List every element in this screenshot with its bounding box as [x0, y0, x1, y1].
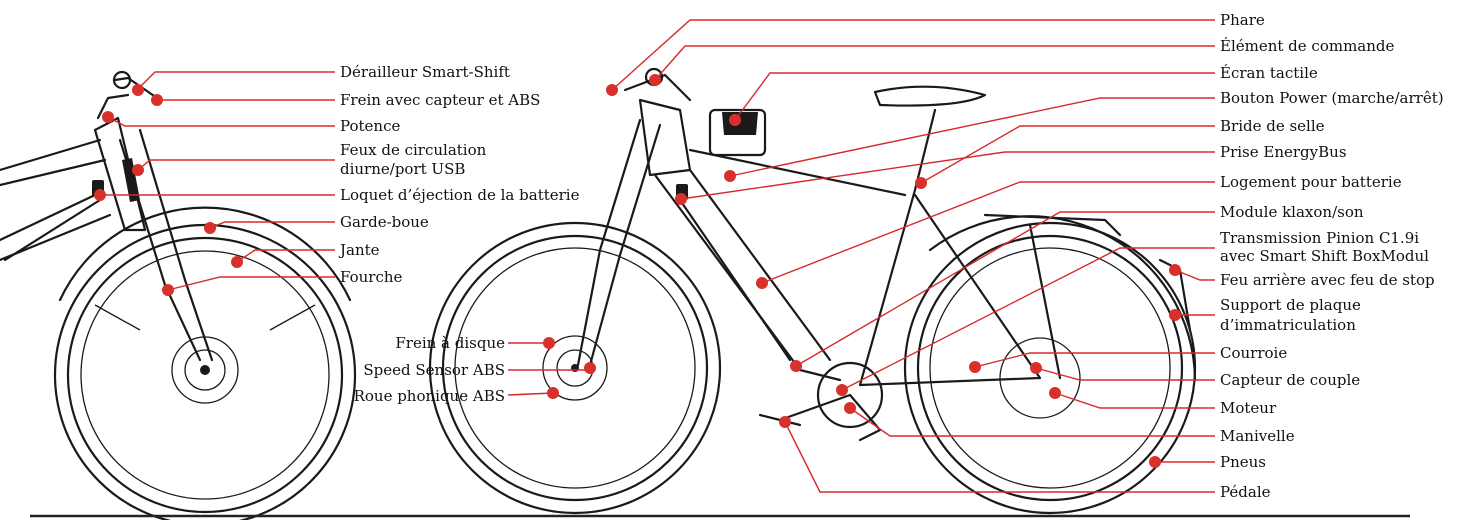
dot-potence: [102, 111, 114, 123]
label-frein-disque: Frein à disque: [395, 334, 505, 352]
front-detail-fork: [118, 128, 214, 362]
label-feu-arriere: Feu arrière avec feu de stop: [1220, 271, 1435, 289]
dot-pedale: [779, 416, 791, 428]
dot-support-plaque: [1169, 309, 1181, 321]
rear-wheel-tire: [903, 221, 1197, 515]
dot-bride-selle: [915, 177, 927, 189]
label-transmission-line1: Transmission Pinion C1.9i: [1220, 229, 1419, 247]
label-courroie: Courroie: [1220, 344, 1287, 362]
label-element-commande: Élément de commande: [1220, 37, 1395, 55]
label-pneus: Pneus: [1220, 453, 1266, 471]
front-wheel-rim: [441, 234, 709, 502]
front-detail-fender: [58, 206, 352, 302]
dot-manivelle: [844, 402, 856, 414]
label-bouton-power: Bouton Power (marche/arrêt): [1220, 89, 1444, 107]
label-fourche: Fourche: [340, 268, 403, 286]
front-disc: [542, 335, 608, 401]
battery-housing: [678, 198, 792, 362]
rear-fender: [928, 215, 1197, 382]
label-speed-sensor: Speed Sensor ABS: [363, 361, 505, 379]
dot-element-commande: [649, 74, 661, 86]
label-logement-batterie: Logement pour batterie: [1220, 173, 1402, 191]
label-feux-line1: Feux de circulation: [340, 141, 487, 159]
full-bike-drawing: [428, 67, 1197, 515]
label-ecran: Écran tactile: [1220, 64, 1318, 82]
motor-housing: [816, 361, 884, 429]
dot-bouton-power: [724, 170, 736, 182]
label-prise-energybus: Prise EnergyBus: [1220, 143, 1347, 161]
dot-speed-sensor: [584, 362, 596, 374]
dot-feu-arriere: [1169, 264, 1181, 276]
label-bride-selle: Bride de selle: [1220, 117, 1325, 135]
dot-garde-boue: [204, 222, 216, 234]
dot-courroie: [969, 361, 981, 373]
labels: Dérailleur Smart-Shift Frein avec capteu…: [338, 11, 1444, 501]
label-support-plaque-line2: d’immatriculation: [1220, 316, 1356, 334]
dot-ecran: [729, 114, 741, 126]
rear-wheel-rim: [916, 234, 1184, 502]
dot-logement-batterie: [756, 277, 768, 289]
front-detail-rim: [66, 236, 344, 514]
label-phare: Phare: [1220, 11, 1265, 29]
label-moteur: Moteur: [1220, 399, 1277, 417]
label-jante: Jante: [338, 241, 380, 259]
label-module-klaxon: Module klaxon/son: [1220, 203, 1364, 221]
dot-capteur-couple: [1030, 362, 1042, 374]
front-wheel-tire: [428, 221, 722, 515]
label-derailleur: Dérailleur Smart-Shift: [340, 63, 510, 81]
dot-loquet: [94, 189, 106, 201]
dot-prise-energybus: [675, 193, 687, 205]
seat-tube: [858, 108, 937, 387]
rear-hub: [999, 337, 1081, 419]
saddle: [873, 85, 987, 107]
dot-frein-abs: [151, 94, 163, 106]
label-garde-boue: Garde-boue: [340, 213, 429, 231]
leaders: [94, 19, 1215, 493]
label-capteur-couple: Capteur de couple: [1220, 371, 1360, 389]
dot-derailleur: [132, 84, 144, 96]
dot-pneus: [1149, 456, 1161, 468]
dot-jante: [231, 256, 243, 268]
dot-feux: [132, 164, 144, 176]
label-support-plaque-line1: Support de plaque: [1220, 296, 1361, 314]
label-potence: Potence: [340, 117, 400, 135]
label-manivelle: Manivelle: [1220, 427, 1295, 445]
dot-fourche: [162, 284, 174, 296]
dot-roue-phonique: [547, 387, 559, 399]
label-roue-phonique: Roue phonique ABS: [354, 387, 505, 405]
label-loquet: Loquet d’éjection de la batterie: [340, 186, 580, 204]
top-tube: [688, 148, 907, 197]
display: [708, 108, 767, 157]
label-frein-abs: Frein avec capteur et ABS: [340, 91, 540, 109]
dot-module-klaxon: [790, 360, 802, 372]
dot-moteur: [1049, 387, 1061, 399]
front-detail-drawing: [0, 70, 357, 520]
dot-frein-disque: [543, 337, 555, 349]
dot-phare: [606, 84, 618, 96]
label-pedale: Pédale: [1220, 483, 1271, 501]
label-feux-line2: diurne/port USB: [340, 160, 465, 178]
dot-transmission: [836, 384, 848, 396]
label-transmission-line2: avec Smart Shift BoxModul: [1220, 247, 1429, 265]
